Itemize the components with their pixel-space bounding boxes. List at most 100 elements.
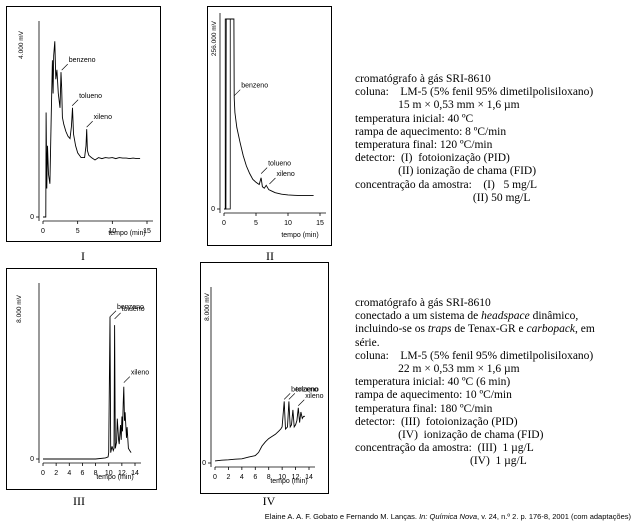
panel-label-I: I xyxy=(81,249,85,263)
citation-in: In: xyxy=(419,512,428,521)
peak-label-benzeno: benzeno xyxy=(117,304,144,311)
peak-label-benzeno: benzeno xyxy=(291,386,318,393)
x-tick-label: 14 xyxy=(131,470,139,477)
x-axis-label: tempo (min) xyxy=(281,232,318,239)
info-line: concentração da amostra: (III) 1 µg/L xyxy=(355,442,534,455)
info-line: incluindo-se os traps de Tenax-GR e carb… xyxy=(355,323,595,336)
info-line: coluna: LM-5 (5% fenil 95% dimetilpolisi… xyxy=(355,86,594,99)
x-tick-label: 10 xyxy=(284,220,292,227)
chromatogram-I-svg: 0 5 10 15 0 4.000 mV tempo (min) benzeno tolueno… xyxy=(18,21,153,237)
info-line: (II) 50 mg/L xyxy=(355,191,531,204)
x-tick-label: 5 xyxy=(254,220,258,227)
x-tick-label: 8 xyxy=(94,470,98,477)
info-line: conectado a um sistema de headspace dinâ… xyxy=(355,310,579,323)
citation: Elaine A. A. F. Gobato e Fernando M. Lan… xyxy=(265,512,631,521)
y-zero-tick-label: 0 xyxy=(211,206,215,213)
chromatogram-II-svg: 0 5 10 15 0 256.000 mV tempo (min) benzeno tolue… xyxy=(211,13,326,239)
x-tick-label: 5 xyxy=(76,228,80,235)
peak-leader-line xyxy=(109,310,117,317)
info-line: temperatura final: 120 ºC/min xyxy=(355,139,493,152)
y-axis-label: 256.000 mV xyxy=(211,20,218,56)
peak-leader-line xyxy=(298,399,305,406)
info-line: rampa de aquecimento: 10 ºC/min xyxy=(355,389,512,402)
peak-label-tolueno: tolueno xyxy=(296,386,319,393)
x-tick-label: 0 xyxy=(41,470,45,477)
peak-leader-line xyxy=(123,376,131,383)
x-tick-label: 12 xyxy=(118,470,126,477)
y-axis-label: 4.000 mV xyxy=(18,30,25,58)
x-tick-label: 0 xyxy=(213,474,217,481)
peak-label-benzeno: benzeno xyxy=(69,57,96,64)
x-tick-label: 6 xyxy=(253,474,257,481)
x-tick-label: 10 xyxy=(108,228,116,235)
info-line: temperatura inicial: 40 ºC xyxy=(355,112,474,125)
peak-leader-line xyxy=(71,99,79,106)
info-line: 22 m × 0,53 mm × 1,6 µm xyxy=(355,363,520,376)
info-line: concentração da amostra: (I) 5 mg/L xyxy=(355,178,538,191)
info-line: (II) ionização de chama (FID) xyxy=(355,165,537,178)
x-tick-label: 14 xyxy=(305,474,313,481)
info-line: rampa de aquecimento: 8 ºC/min xyxy=(355,125,507,138)
y-axis-label: 8.000 mV xyxy=(16,294,23,322)
x-axis-label: tempo (min) xyxy=(96,474,133,481)
chromatogram-trace xyxy=(43,316,132,460)
peak-leader-line xyxy=(234,89,241,96)
peak-leader-line xyxy=(288,393,296,400)
peak-leader-line xyxy=(283,393,291,400)
x-tick-label: 2 xyxy=(226,474,230,481)
peak-label-benzeno: benzeno xyxy=(241,83,268,90)
x-tick-label: 0 xyxy=(41,228,45,235)
peak-label-tolueno: tolueno xyxy=(122,306,145,313)
x-axis-label: tempo (min) xyxy=(270,478,307,485)
info-line: (IV) 1 µg/L xyxy=(355,455,527,468)
x-tick-label: 12 xyxy=(292,474,300,481)
x-tick-label: 10 xyxy=(278,474,286,481)
peak-leader-line xyxy=(61,63,68,71)
info-line: temperatura inicial: 40 ºC (6 min) xyxy=(355,376,511,389)
info-line: detector: (III) fotoionização (PID) xyxy=(355,415,518,428)
peak-leader-line xyxy=(86,120,93,128)
panel-label-III: III xyxy=(73,494,85,508)
y-zero-tick-label: 0 xyxy=(30,214,34,221)
chromatogram-trace xyxy=(214,401,305,462)
y-axis-label: 8.000 mV xyxy=(204,292,211,320)
chromatogram-trace xyxy=(43,41,141,218)
panel-label-II: II xyxy=(266,249,274,263)
peak-label-xileno: xileno xyxy=(94,114,112,121)
chromatogram-panel-II: 0 5 10 15 0 256.000 mV tempo (min) benzeno tolue… xyxy=(207,6,332,246)
citation-details: , v. 24, n.º 2. p. 176-8, 2001 (com adap… xyxy=(477,512,631,521)
x-tick-label: 0 xyxy=(222,220,226,227)
peak-label-xileno: xileno xyxy=(276,171,294,178)
panel-label-IV: IV xyxy=(262,494,276,508)
citation-journal: Química Nova xyxy=(429,512,478,521)
x-tick-label: 6 xyxy=(80,470,84,477)
x-tick-label: 4 xyxy=(240,474,244,481)
peak-leader-line xyxy=(260,167,268,174)
y-zero-tick-label: 0 xyxy=(202,460,206,467)
info-line: coluna: LM-5 (5% fenil 95% dimetilpolisi… xyxy=(355,349,594,362)
x-tick-label: 2 xyxy=(54,470,58,477)
citation-authors: Elaine A. A. F. Gobato e Fernando M. Lan… xyxy=(264,512,417,521)
info-line: cromatógrafo à gás SRI-8610 xyxy=(355,73,491,85)
y-zero-tick-label: 0 xyxy=(30,456,34,463)
peak-label-tolueno: tolueno xyxy=(268,161,291,168)
x-axis-label: tempo (min) xyxy=(108,230,145,237)
chromatogram-IV-svg: 0 2 4 6 8 10 12 14 0 8.000 mV tempo (min) toluenobe… xyxy=(202,287,324,485)
peak-leader-line xyxy=(114,312,121,320)
info-line: cromatógrafo à gás SRI-8610 xyxy=(355,297,491,309)
info-line: detector: (I) fotoionização (PID) xyxy=(355,152,510,165)
x-tick-label: 8 xyxy=(267,474,271,481)
info-line: 15 m × 0,53 mm × 1,6 µm xyxy=(355,99,520,112)
x-tick-label: 15 xyxy=(143,228,151,235)
peak-label-tolueno: tolueno xyxy=(79,93,102,100)
x-tick-label: 4 xyxy=(67,470,71,477)
chromatogram-panel-I: 0 5 10 15 0 4.000 mV tempo (min) benzeno tolueno… xyxy=(6,6,161,242)
info-line: temperatura final: 180 ºC/min xyxy=(355,402,493,415)
x-tick-label: 15 xyxy=(316,220,324,227)
info-line: série. xyxy=(355,336,380,349)
